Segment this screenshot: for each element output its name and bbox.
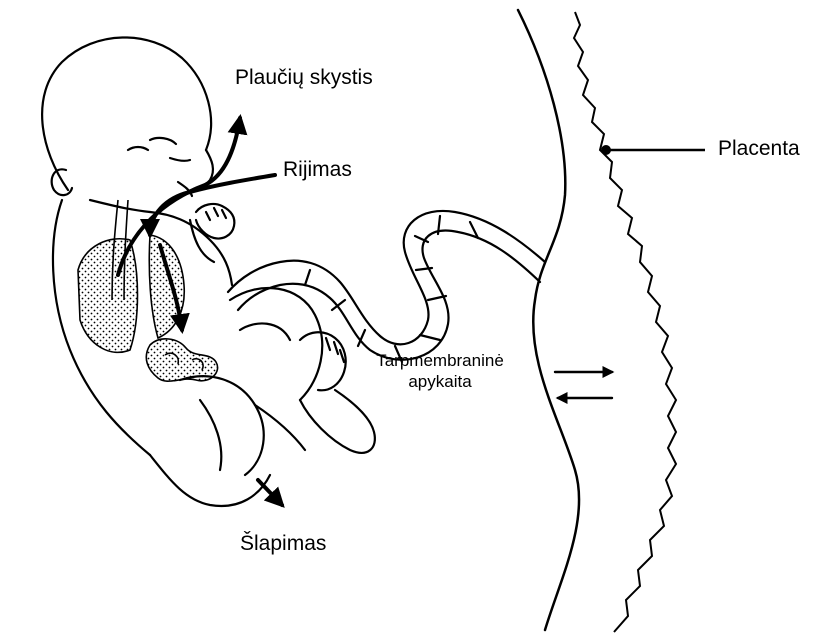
uterine-wall: [518, 10, 579, 630]
urination-arrow: [258, 480, 282, 505]
exchange-label-line2: apykaita: [350, 371, 530, 392]
lung-fluid-label: Plaučių skystis: [235, 66, 373, 90]
lungs: [78, 235, 184, 352]
arrows: [118, 118, 612, 505]
placenta-pointer: [601, 145, 705, 155]
placenta-edge: [574, 12, 676, 632]
swallowing-label: Rijimas: [283, 158, 352, 182]
urination-label: Šlapimas: [240, 532, 326, 556]
placenta-label: Placenta: [718, 137, 800, 161]
umbilical-cord: [228, 211, 545, 362]
exchange-label-line1: Tarpmembraninė: [350, 350, 530, 371]
exchange-label: Tarpmembraninė apykaita: [350, 350, 530, 392]
intestines: [146, 339, 217, 381]
